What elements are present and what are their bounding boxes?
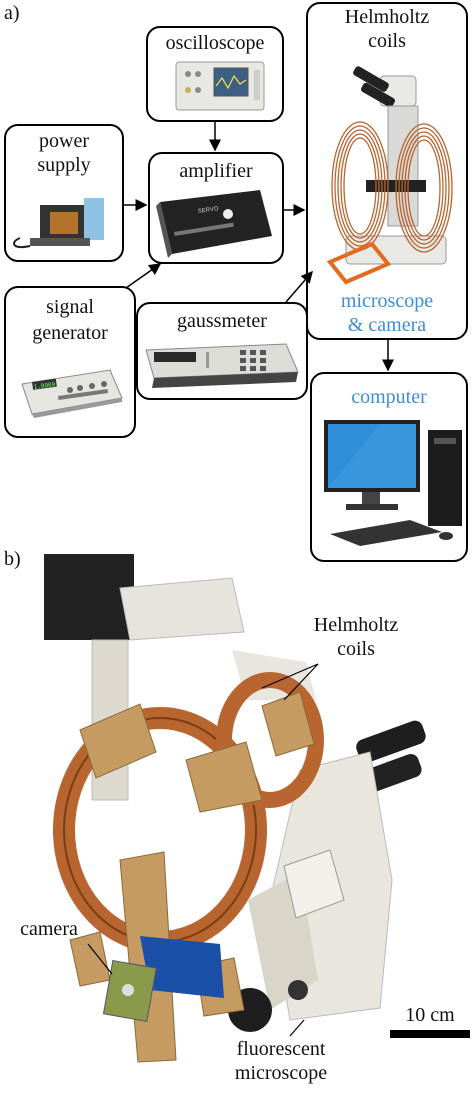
panel-a-label: a): [4, 2, 20, 24]
helmholtz-label-2: coils: [368, 30, 406, 52]
gaussmeter-label: gaussmeter: [177, 310, 267, 332]
amplifier-brand: SERVO: [197, 206, 219, 215]
oscilloscope-device: [175, 61, 265, 111]
fluorescent-label-2: microscope: [234, 1062, 328, 1084]
signal-generator-label-2: generator: [32, 322, 108, 344]
fluorescent-pointer: [289, 1019, 305, 1037]
signal-generator-label-1: signal: [46, 296, 94, 318]
microscope-camera-label-1: microscope: [340, 290, 434, 312]
helmholtz-microscope-device: [326, 66, 453, 285]
svg-text:1.0000: 1.0000: [33, 381, 56, 391]
amplifier-device: SERVO: [156, 190, 272, 258]
scale-bar-label: 10 cm: [405, 1004, 455, 1026]
camera-photo: [102, 936, 224, 1022]
power-supply-label-1: power: [39, 130, 89, 152]
gaussmeter-device: [145, 343, 299, 388]
signal-generator-box: [4, 286, 136, 438]
computer-label: computer: [351, 386, 427, 408]
helmholtz-pointer-1: [261, 663, 319, 689]
amplifier-label: amplifier: [179, 160, 253, 182]
computer-device: [324, 420, 462, 546]
camera-pointer: [87, 943, 113, 975]
arrow-gaussmeter-coils: [285, 270, 313, 303]
power-supply-device: [13, 198, 104, 248]
microscope-camera-label-2: & camera: [347, 314, 427, 336]
oscilloscope-label: oscilloscope: [165, 32, 265, 54]
panel-b-label: b): [4, 548, 21, 570]
helmholtz-pointer-2: [283, 663, 319, 701]
arrow-signal-amplifier: [125, 263, 162, 289]
panel-b-helmholtz-label-2: coils: [337, 638, 375, 660]
fluorescent-label-1: fluorescent: [236, 1038, 326, 1060]
camera-label: camera: [20, 918, 78, 940]
signal-generator-device: 1.0000: [21, 369, 123, 418]
scale-bar: [390, 1030, 470, 1038]
power-supply-label-2: supply: [37, 154, 91, 176]
panel-b-helmholtz-label-1: Helmholtz: [313, 614, 399, 636]
helmholtz-label-1: Helmholtz: [344, 6, 430, 28]
